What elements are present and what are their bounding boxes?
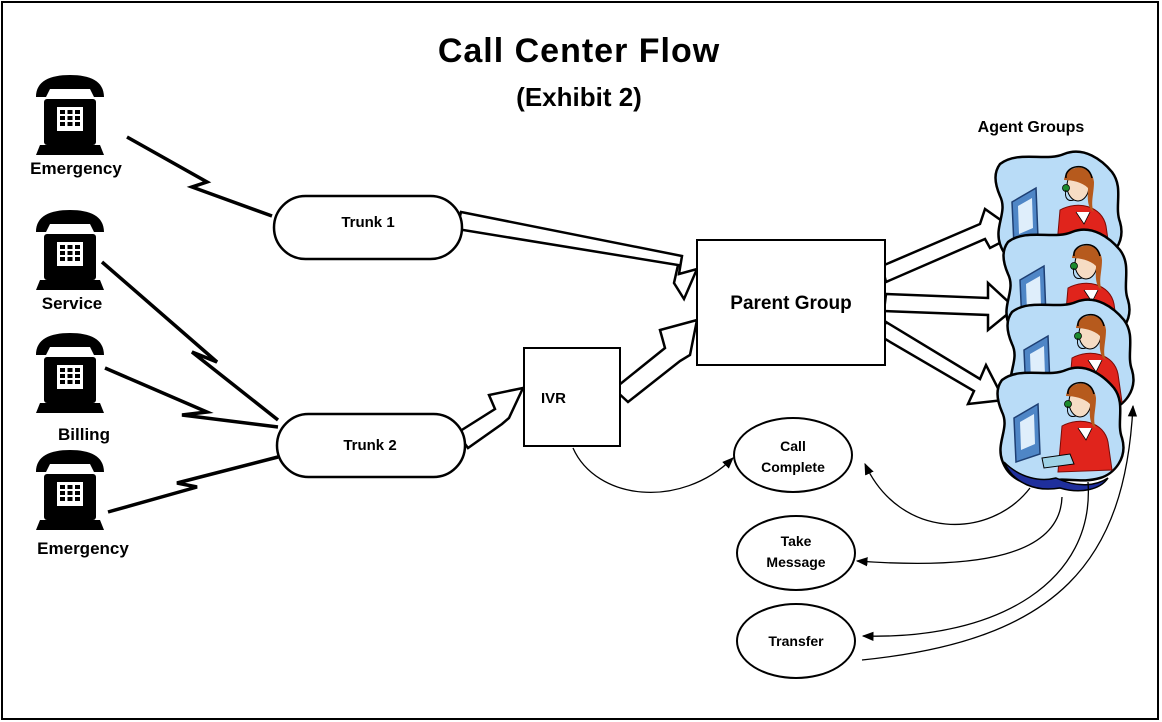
agent-icon	[998, 368, 1124, 491]
telephone-icon	[36, 75, 104, 155]
trunk-2-node	[275, 412, 467, 479]
arrow-parent-to-agent1	[880, 207, 1022, 284]
ivr-label: IVR	[541, 390, 566, 407]
trunk-label: Trunk 1	[341, 214, 394, 231]
arrow-trunk2-to-ivr	[455, 386, 526, 450]
take-message-node	[736, 515, 856, 591]
telephone-icon	[36, 450, 104, 530]
line-emergency2-trunk2	[107, 455, 279, 514]
caller-label: Billing	[58, 425, 110, 444]
call-complete-node	[733, 417, 853, 493]
caller-label: Emergency	[37, 539, 129, 558]
caller-label: Service	[42, 294, 103, 313]
diagram-title: Call Center Flow	[438, 32, 720, 70]
curve-agent-to-take-message	[855, 496, 1063, 567]
curve-transfer-to-agent	[861, 404, 1138, 661]
parent-group-label: Parent Group	[730, 293, 851, 314]
arrow-trunk1-to-parent	[455, 210, 700, 302]
outcome-label: Take	[781, 533, 812, 549]
line-billing-trunk2	[104, 366, 279, 429]
trunk-1-node	[272, 194, 464, 261]
outcome-label: Complete	[761, 459, 825, 475]
outcome-label: Call	[780, 438, 806, 454]
parent-group-node	[696, 239, 886, 366]
transfer-node	[736, 603, 856, 679]
line-service-trunk2	[100, 260, 280, 422]
ivr-node	[523, 347, 621, 447]
curve-agent-to-transfer	[861, 481, 1089, 641]
outcome-label: Transfer	[768, 633, 824, 649]
caller-label: Emergency	[30, 159, 122, 178]
telephone-icon	[36, 333, 104, 413]
telephone-icon	[36, 210, 104, 290]
curve-ivr-to-call-complete	[572, 447, 734, 493]
outcome-label: Message	[766, 554, 825, 570]
diagram-subtitle: (Exhibit 2)	[516, 82, 642, 112]
curve-agent-to-call-complete	[864, 462, 1031, 526]
arrow-parent-to-agent2	[882, 280, 1017, 333]
trunk-label: Trunk 2	[343, 437, 396, 454]
arrow-parent-to-agent3	[878, 320, 1006, 406]
line-emergency-trunk1	[126, 135, 273, 218]
arrow-ivr-to-parent	[612, 318, 699, 404]
agent-groups-label: Agent Groups	[978, 119, 1085, 136]
